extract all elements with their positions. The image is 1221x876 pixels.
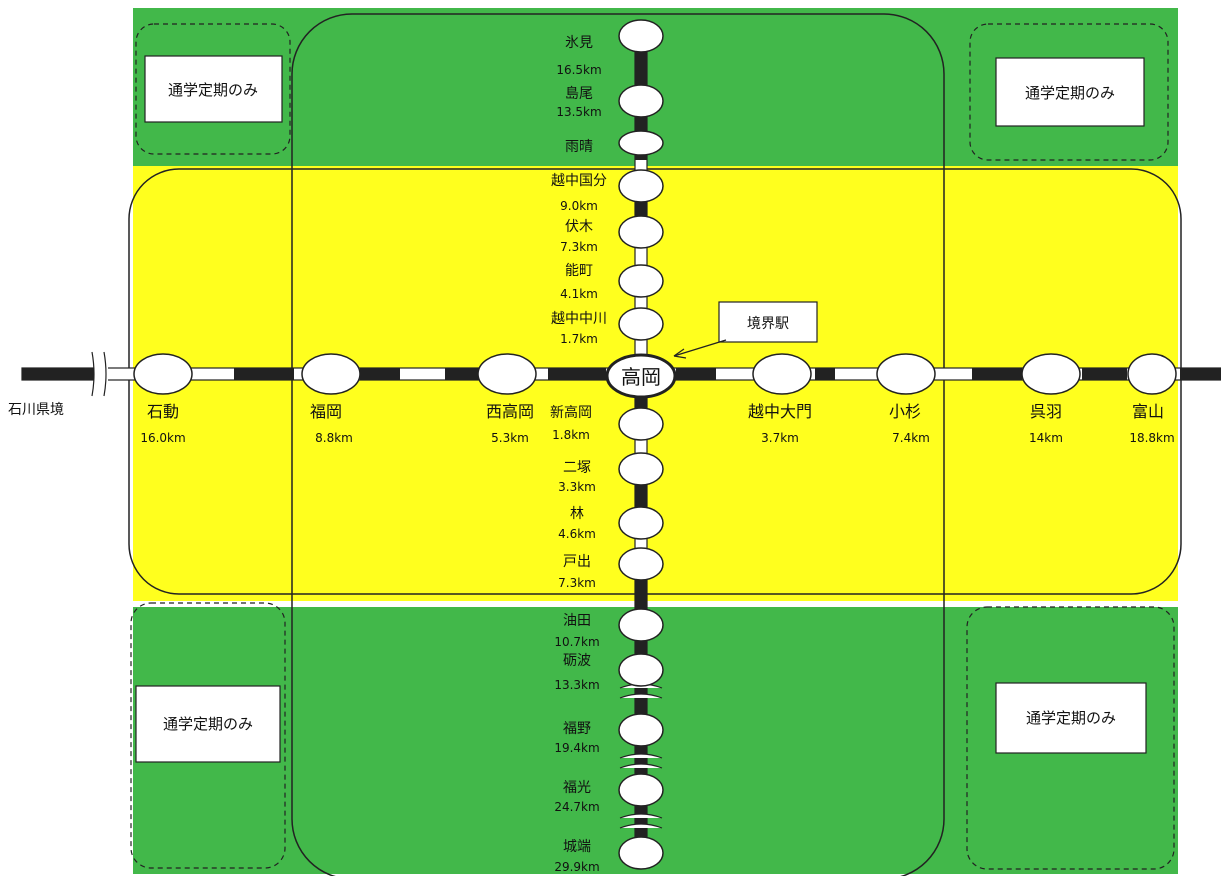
station-distance: 3.3km	[558, 480, 596, 494]
station-marker[interactable]: 福野 19.4km	[554, 713, 664, 755]
station-marker[interactable]: 越中中川 1.7km	[551, 307, 664, 346]
station-marker[interactable]: 小杉 7.4km	[876, 353, 936, 445]
dashed-zone-top-right	[969, 23, 1169, 161]
station-marker[interactable]: 越中国分 9.0km	[551, 169, 664, 213]
station-marker[interactable]: 砺波 13.3km	[554, 653, 664, 692]
station-marker[interactable]: 雨晴	[565, 130, 664, 156]
station-marker[interactable]: 富山 18.8km	[1127, 353, 1177, 445]
station-distance: 16.0km	[140, 431, 185, 445]
prefecture-border-label: 石川県境	[8, 402, 64, 418]
station-marker[interactable]: 戸出 7.3km	[558, 547, 664, 590]
station-name: 島尾	[565, 86, 593, 102]
station-name: 小杉	[889, 402, 921, 421]
station-marker[interactable]: 林 4.6km	[558, 506, 664, 541]
station-distance: 16.5km	[556, 63, 601, 77]
station-name: 戸出	[563, 554, 591, 570]
school-pass-box-bottom-left: 通学定期のみ	[135, 685, 281, 763]
station-name: 越中国分	[551, 173, 607, 189]
station-distance: 19.4km	[554, 741, 599, 755]
station-marker[interactable]: 城端 29.9km	[554, 836, 664, 874]
station-name: 石動	[147, 402, 179, 421]
station-distance: 4.1km	[560, 287, 598, 301]
station-distance: 14km	[1029, 431, 1063, 445]
station-distance: 1.7km	[560, 332, 598, 346]
station-distance: 10.7km	[554, 635, 599, 649]
station-distance: 3.7km	[761, 431, 799, 445]
station-name: 油田	[563, 613, 591, 629]
school-pass-label: 通学定期のみ	[1026, 709, 1116, 727]
station-marker[interactable]: 越中大門 3.7km	[748, 353, 812, 445]
station-distance: 4.6km	[558, 527, 596, 541]
station-distance: 5.3km	[491, 431, 529, 445]
station-takaoka[interactable]: 高岡	[605, 353, 677, 399]
school-pass-box-bottom-right: 通学定期のみ	[995, 682, 1147, 754]
station-name: 砺波	[563, 653, 591, 669]
station-distance: 9.0km	[560, 199, 598, 213]
station-name: 福野	[563, 721, 591, 737]
station-marker[interactable]: 新高岡 1.8km	[550, 404, 664, 442]
dashed-zone-bottom-left	[130, 602, 286, 869]
station-name: 越中中川	[551, 311, 607, 327]
station-name: 林	[570, 506, 584, 522]
station-distance: 7.4km	[892, 431, 930, 445]
station-marker[interactable]: 島尾 13.5km	[556, 84, 664, 119]
station-distance: 7.3km	[560, 240, 598, 254]
station-name: 越中大門	[748, 402, 812, 421]
station-distance: 13.5km	[556, 105, 601, 119]
station-marker[interactable]: 氷見 16.5km	[556, 19, 664, 77]
school-pass-box-top-right: 通学定期のみ	[995, 57, 1145, 127]
station-marker[interactable]: 呉羽 14km	[1021, 353, 1081, 445]
station-name: 西高岡	[486, 402, 534, 421]
range-outline-horizontal	[128, 168, 1182, 595]
station-name: 二塚	[563, 460, 591, 476]
school-pass-box-top-left: 通学定期のみ	[144, 55, 283, 123]
station-marker[interactable]: 福岡 8.8km	[301, 353, 361, 445]
station-marker[interactable]: 油田 10.7km	[554, 608, 664, 649]
station-distance: 8.8km	[315, 431, 353, 445]
station-distance: 29.9km	[554, 860, 599, 874]
school-pass-label: 通学定期のみ	[168, 81, 258, 99]
station-name: 福光	[563, 780, 591, 796]
station-marker[interactable]: 二塚 3.3km	[558, 452, 664, 494]
station-marker[interactable]: 西高岡 5.3km	[477, 353, 537, 445]
station-marker[interactable]: 能町 4.1km	[560, 263, 664, 301]
range-outline-vertical	[291, 13, 945, 876]
station-name: 福岡	[310, 402, 342, 421]
station-name: 新高岡	[550, 404, 592, 421]
station-name: 雨晴	[565, 139, 593, 155]
station-distance: 1.8km	[552, 428, 590, 442]
station-distance: 24.7km	[554, 800, 599, 814]
station-marker[interactable]: 伏木 7.3km	[560, 215, 664, 254]
station-marker[interactable]: 福光 24.7km	[554, 773, 664, 814]
dashed-zone-bottom-right	[966, 606, 1175, 870]
station-name: 能町	[565, 263, 593, 279]
station-distance: 13.3km	[554, 678, 599, 692]
station-name: 富山	[1132, 402, 1164, 421]
boundary-callout: 境界駅	[673, 301, 818, 359]
station-name: 氷見	[565, 35, 593, 51]
station-distance: 18.8km	[1129, 431, 1174, 445]
station-name: 高岡	[621, 365, 661, 389]
station-marker[interactable]: 石動 16.0km	[133, 353, 193, 445]
station-name: 呉羽	[1030, 402, 1062, 421]
school-pass-label: 通学定期のみ	[1025, 84, 1115, 102]
boundary-label: 境界駅	[747, 316, 789, 332]
school-pass-label: 通学定期のみ	[163, 715, 253, 733]
station-distance: 7.3km	[558, 576, 596, 590]
station-name: 伏木	[565, 219, 593, 235]
dashed-zone-top-left	[135, 23, 291, 155]
station-name: 城端	[563, 839, 591, 855]
